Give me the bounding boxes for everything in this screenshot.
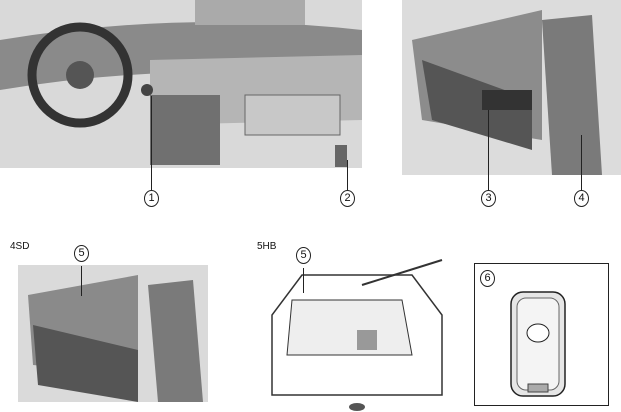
smart-key-icon (510, 291, 566, 397)
rear-seat-illustration (402, 0, 621, 175)
leader-line (303, 268, 304, 293)
leader-line (581, 135, 582, 192)
sedan-rear-seat-illustration (18, 265, 208, 402)
smart-key-box: 6 (474, 263, 609, 406)
variant-label-4sd: 4SD (10, 241, 30, 252)
callout-1: 1 (144, 190, 159, 207)
callout-5-sedan: 5 (74, 245, 89, 262)
callout-4: 4 (574, 190, 589, 207)
variant-label-5hb: 5HB (257, 241, 277, 252)
callout-6: 6 (480, 270, 495, 287)
leader-line (488, 110, 489, 192)
dashboard-illustration (0, 0, 362, 168)
callout-2: 2 (340, 190, 355, 207)
callout-5-hatchback: 5 (296, 247, 311, 264)
leader-line (151, 96, 152, 192)
leader-line (347, 160, 348, 192)
hatchback-rear-illustration (271, 259, 443, 411)
callout-3: 3 (481, 190, 496, 207)
leader-line (81, 266, 82, 296)
